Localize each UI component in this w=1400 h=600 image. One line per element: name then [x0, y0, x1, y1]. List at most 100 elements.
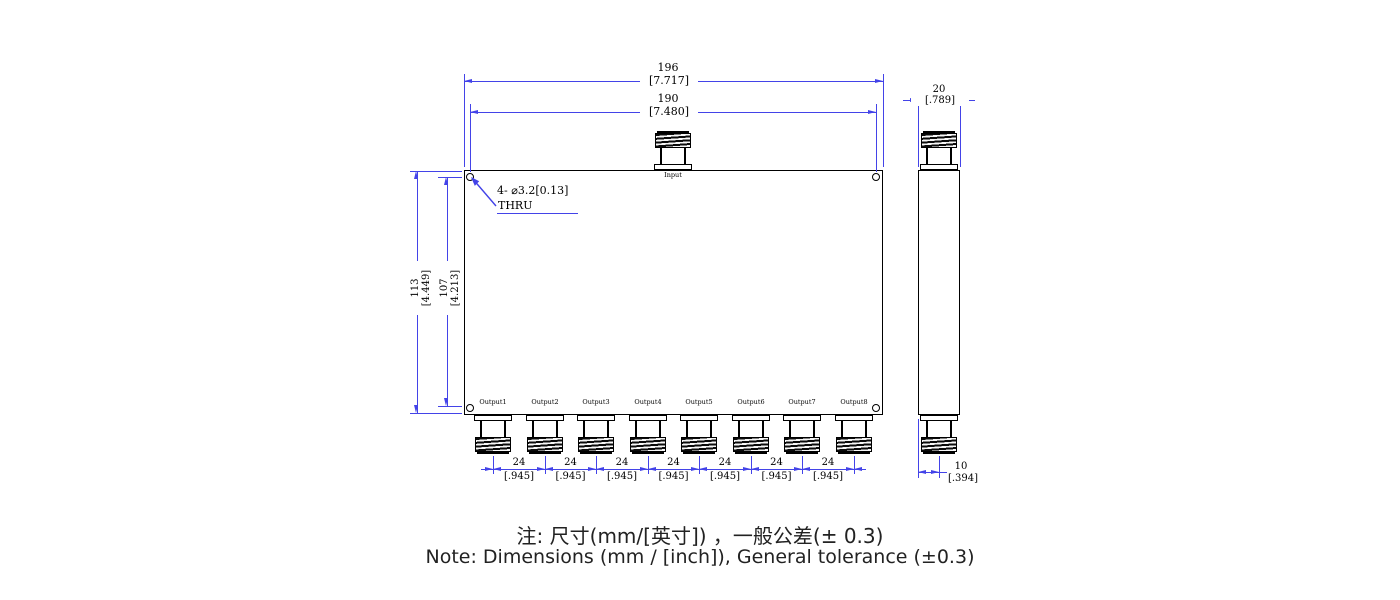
dim-arrow — [794, 467, 802, 471]
dim-text-overall-height-inch: [4.449] — [421, 269, 432, 307]
connector-nut — [630, 437, 666, 452]
dim-text-hole-span-height-inch: [4.213] — [450, 269, 461, 307]
extension-line — [939, 456, 940, 478]
spacing-dim-inch: [.945] — [658, 471, 689, 482]
connector-cap — [657, 131, 689, 133]
output-connector-1 — [474, 415, 512, 454]
dim-arrow — [444, 398, 448, 406]
output-label-4: Output4 — [634, 398, 662, 406]
output-connector-2 — [526, 415, 564, 454]
extension-line — [464, 74, 465, 167]
connector-cap — [923, 452, 955, 454]
spacing-dim-mm: 24 — [770, 457, 783, 468]
extension-line — [918, 95, 919, 167]
connector-flange — [474, 415, 512, 421]
connector-stems — [789, 421, 815, 437]
extension-line — [438, 406, 462, 407]
dim-arrow — [414, 171, 418, 179]
spacing-dim-inch: [.945] — [812, 471, 844, 482]
connector-stems — [841, 421, 867, 437]
connector-flange — [920, 415, 958, 421]
dim-arrow — [545, 467, 553, 471]
dim-arrow — [596, 467, 604, 471]
dim-arrow — [464, 79, 472, 83]
connector-nut — [475, 437, 511, 452]
corner-hole-bottom-right — [872, 404, 880, 412]
output-connector-7 — [783, 415, 821, 454]
spacing-extension-tick — [699, 456, 700, 474]
dim-arrow — [854, 467, 862, 471]
output-label-2: Output2 — [531, 398, 559, 406]
side-view-body — [918, 170, 960, 415]
dim-arrow — [470, 110, 478, 114]
spacing-dim-inch: [.945] — [761, 471, 792, 482]
spacing-extension-tick — [648, 456, 649, 474]
dim-arrow — [414, 405, 418, 413]
spacing-extension-tick — [751, 456, 752, 474]
connector-stems — [738, 421, 764, 437]
spacing-dim-mm: 24 — [512, 457, 526, 468]
output-connector-4 — [629, 415, 667, 454]
dim-arrow — [648, 467, 656, 471]
connector-stems — [926, 421, 952, 437]
connector-nut — [578, 437, 614, 452]
dim-text-side-width-inch: [.789] — [911, 95, 969, 106]
connector-nut — [681, 437, 717, 452]
output-label-7: Output7 — [788, 398, 816, 406]
dim-arrow — [918, 470, 926, 474]
connector-nut — [836, 437, 872, 452]
input-connector — [654, 131, 692, 170]
dim-arrow — [846, 467, 854, 471]
connector-flange — [732, 415, 770, 421]
connector-cap — [838, 452, 870, 454]
connector-cap — [477, 452, 509, 454]
connector-cap — [529, 452, 561, 454]
connector-flange — [654, 164, 692, 170]
dim-line-output-spacing — [481, 469, 866, 470]
connector-flange — [920, 164, 958, 170]
dim-text-overall-width-inch: [7.717] — [640, 74, 698, 88]
output-connector-8 — [835, 415, 873, 454]
output-label-1: Output1 — [479, 398, 507, 406]
dim-arrow — [640, 467, 648, 471]
extension-line — [883, 74, 884, 167]
note-english: Note: Dimensions (mm / [inch]), General … — [425, 546, 975, 568]
dim-arrow — [751, 467, 759, 471]
dim-text-hole-span-width-mm: 190 — [657, 92, 679, 105]
extension-line — [438, 177, 462, 178]
dim-text-overall-width-mm: 196 — [657, 61, 679, 74]
extension-line — [918, 419, 919, 478]
dim-text-hole-span-height: 107 [4.213] — [439, 261, 461, 315]
dim-text-overall-height: 113 [4.449] — [410, 261, 432, 315]
connector-cap — [786, 452, 818, 454]
output-label-8: Output8 — [840, 398, 868, 406]
corner-hole-bottom-left — [466, 404, 474, 412]
output-label-6: Output6 — [737, 398, 765, 406]
spacing-extension-tick — [596, 456, 597, 474]
connector-stems — [635, 421, 661, 437]
output-label-3: Output3 — [582, 398, 610, 406]
dim-text-side-offset-inch: [.394] — [947, 473, 979, 484]
connector-flange — [577, 415, 615, 421]
extension-line — [410, 171, 462, 172]
connector-knurled-nut — [921, 133, 957, 148]
dim-text-side-offset-mm: 10 — [954, 461, 968, 472]
spacing-dim-inch: [.945] — [555, 471, 586, 482]
dim-text-overall-height-mm: 113 — [410, 278, 421, 298]
output-label-5: Output5 — [685, 398, 713, 406]
hole-callout-underline — [497, 213, 578, 214]
connector-flange — [680, 415, 718, 421]
extension-line — [876, 104, 877, 172]
dim-arrow — [493, 467, 501, 471]
connector-flange — [835, 415, 873, 421]
dim-arrow — [699, 467, 707, 471]
dim-arrow — [743, 467, 751, 471]
connector-stems — [660, 148, 686, 164]
spacing-dim-inch: [.945] — [709, 471, 741, 482]
connector-stems — [532, 421, 558, 437]
spacing-dim-mm: 24 — [564, 457, 577, 468]
input-label: Input — [664, 171, 682, 179]
output-connector-5 — [680, 415, 718, 454]
connector-stems — [583, 421, 609, 437]
